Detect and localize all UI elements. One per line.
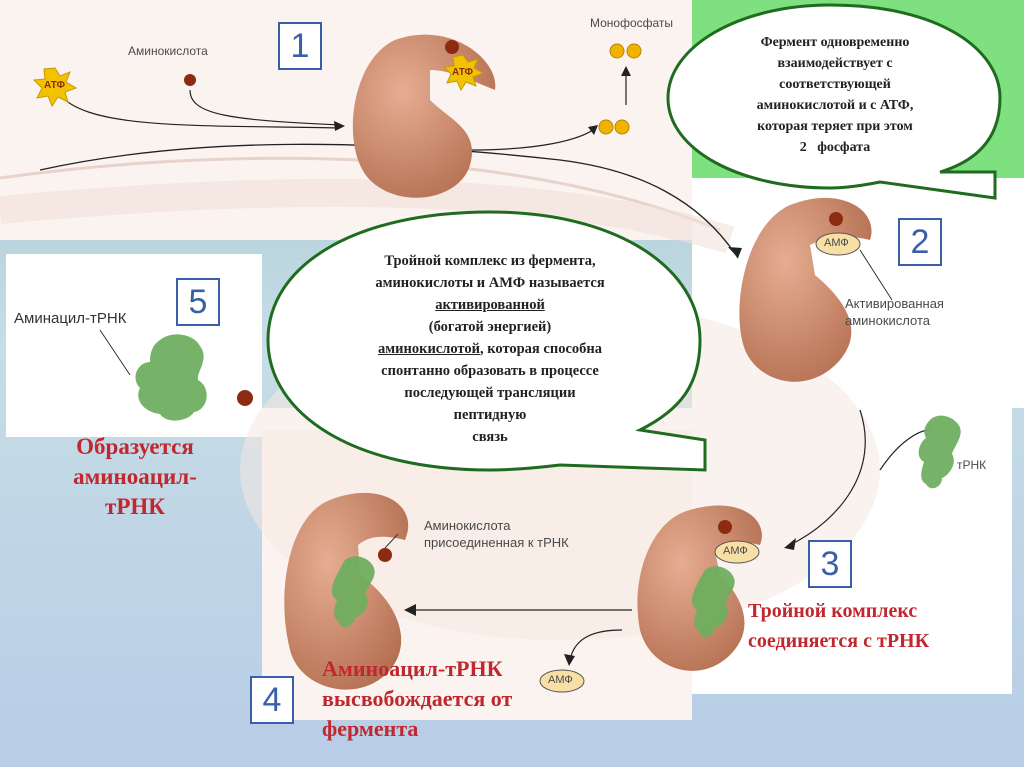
caption-line: фермента [322,714,622,744]
bubble-2-line: аминокислоты и АМФ называется [290,272,690,294]
label-attached-1: Аминокислота [424,518,510,533]
label-monophosphates: Монофосфаты [590,16,673,30]
caption-stage-3: Тройной комплекс соединяется с тРНК [748,596,1024,656]
bubble-2-line: Тройной комплекс из фермента, [290,250,690,272]
bubble-1-text: Фермент одновременно взаимодействует с с… [690,32,980,158]
label-activated-2: аминокислота [845,313,930,328]
caption-stage-4: Аминоацил-тРНК высвобождается от фермент… [322,654,622,744]
bubble-2-line: связь [290,426,690,448]
label-attached-2: присоединенная к тРНК [424,535,569,550]
caption-line: Аминоацил-тРНК [322,654,622,684]
bubble-2-line: спонтанно образовать в процессе [290,360,690,382]
stage-number-2: 2 [898,218,942,266]
term-activated: активированной [435,297,545,313]
caption-stage-5: Образуется аминоацил- тРНК [30,432,240,522]
label-amino-acid: Аминокислота [128,44,208,58]
stage-number-4: 4 [250,676,294,724]
stage-number-3: 3 [808,540,852,588]
bubble-1-line: 2 фосфата [690,137,980,158]
bubble-2-line: аминокислотой, которая способна [290,338,690,360]
label-amp-2: АМФ [824,237,849,249]
caption-line: аминоацил- [30,462,240,492]
term-amino-acid: аминокислотой [378,341,480,357]
bubble-2-line-tail: , которая способна [480,341,602,357]
label-aminoacyl-trna: Аминацил-тРНК [14,310,127,327]
label-atp-free: АТФ [44,80,65,91]
bubble-2-line: активированной [290,294,690,316]
bubble-2-line: пептидную [290,404,690,426]
label-trna: тРНК [957,458,986,472]
caption-line: высвобождается от [322,684,622,714]
label-amp-3: АМФ [723,545,748,557]
caption-line: Образуется [30,432,240,462]
stage-number-1: 1 [278,22,322,70]
bubble-1-line: которая теряет при этом [690,116,980,137]
bubble-2-line: последующей трансляции [290,382,690,404]
bubble-1-line: взаимодействует с [690,53,980,74]
bubble-1-line: соответствующей [690,74,980,95]
label-atp-bound: АТФ [452,67,473,78]
caption-line: тРНК [30,492,240,522]
bubble-1-line: аминокислотой и с АТФ, [690,95,980,116]
caption-line: соединяется с тРНК [748,626,1024,656]
bubble-1-line: Фермент одновременно [690,32,980,53]
bubble-2-line: (богатой энергией) [290,316,690,338]
label-activated-1: Активированная [845,296,944,311]
stage-number-5: 5 [176,278,220,326]
bubble-2-text: Тройной комплекс из фермента, аминокисло… [290,250,690,448]
caption-line: Тройной комплекс [748,596,1024,626]
